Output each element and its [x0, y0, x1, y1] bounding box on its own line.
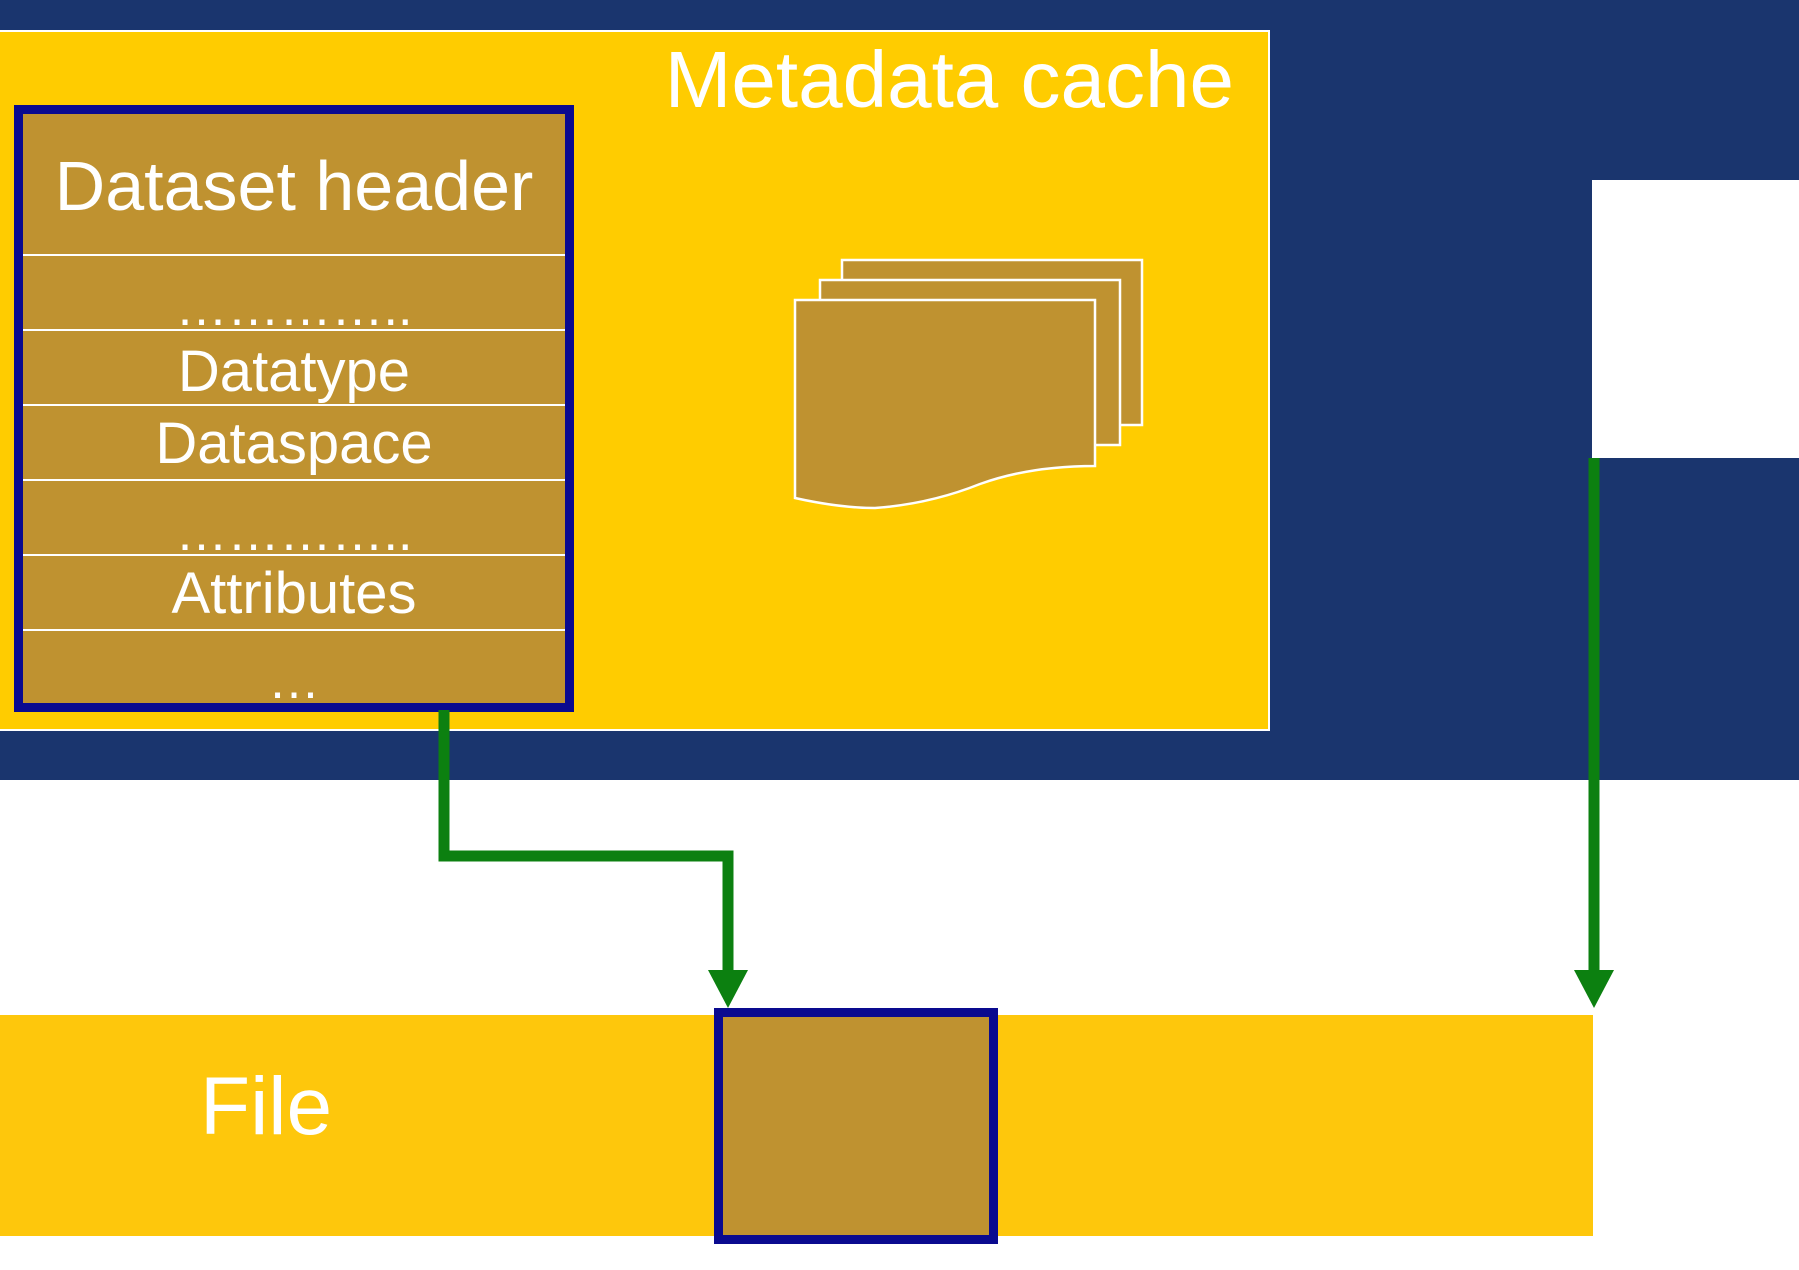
header-row-datatype: Datatype: [23, 329, 565, 404]
file-data-block: [714, 1008, 998, 1244]
header-row-ellipsis: …………..: [23, 479, 565, 554]
header-row-more: …: [23, 629, 565, 704]
metadata-cache-box: Metadata cache Dataset header ………….. Dat…: [0, 30, 1270, 731]
header-row-dataspace: Dataspace: [23, 404, 565, 479]
header-row-ellipsis: …………..: [23, 254, 565, 329]
dataset-header-box: Dataset header ………….. Datatype Dataspace…: [14, 105, 574, 712]
header-row-attributes: Attributes: [23, 554, 565, 629]
stacked-pages-icon: [793, 258, 1144, 510]
header-to-file-arrow: [438, 710, 734, 975]
metadata-cache-title: Metadata cache: [664, 35, 1234, 124]
background-notch: [1592, 180, 1799, 458]
dataset-header-title: Dataset header: [54, 147, 534, 225]
file-label: File: [200, 1061, 333, 1152]
right-arrowhead: [1574, 970, 1614, 1008]
header-to-file-arrowhead: [708, 970, 748, 1008]
